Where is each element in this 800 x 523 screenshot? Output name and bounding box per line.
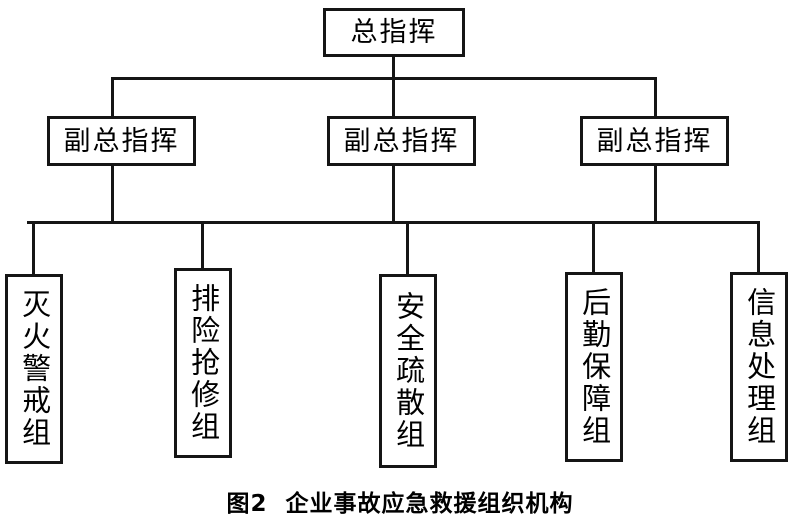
node-deputy-3-label: 副总指挥 — [596, 125, 713, 157]
node-group-hazard-repair: 排险抢修组 — [174, 268, 232, 458]
connector-bus-level2 — [111, 77, 657, 80]
connector-drop-group-2 — [201, 221, 204, 276]
connector-deputy-1-stem — [111, 166, 114, 224]
connector-commander-stem — [392, 57, 395, 79]
node-commander-label: 总指挥 — [350, 17, 438, 48]
node-deputy-3: 副总指挥 — [580, 116, 729, 166]
connector-drop-deputy-1 — [111, 77, 114, 116]
node-deputy-1: 副总指挥 — [47, 116, 196, 166]
connector-deputy-3-stem — [654, 166, 657, 224]
node-group-evacuation-label: 安全疏散组 — [391, 291, 426, 451]
connector-drop-group-4 — [592, 221, 595, 276]
connector-drop-group-1 — [32, 221, 35, 276]
node-group-fire-alert: 灭火警戒组 — [5, 274, 63, 464]
connector-drop-deputy-3 — [654, 77, 657, 116]
connector-bus-level3 — [27, 221, 760, 224]
node-deputy-1-label: 副总指挥 — [63, 125, 180, 157]
node-group-information: 信息处理组 — [730, 272, 788, 462]
node-group-information-label: 信息处理组 — [742, 287, 777, 447]
node-deputy-2: 副总指挥 — [327, 116, 476, 166]
node-group-logistics: 后勤保障组 — [565, 272, 623, 462]
node-group-logistics-label: 后勤保障组 — [577, 287, 612, 447]
connector-deputy-2-stem — [392, 166, 395, 224]
connector-drop-group-5 — [757, 221, 760, 276]
node-commander: 总指挥 — [323, 8, 465, 57]
connector-drop-deputy-2 — [392, 77, 395, 116]
node-group-fire-alert-label: 灭火警戒组 — [17, 289, 52, 449]
node-group-evacuation: 安全疏散组 — [379, 274, 437, 468]
node-deputy-2-label: 副总指挥 — [343, 125, 460, 157]
connector-drop-group-3 — [406, 221, 409, 276]
node-group-hazard-repair-label: 排险抢修组 — [186, 283, 221, 443]
figure-caption: 图2 企业事故应急救援组织机构 — [226, 491, 574, 517]
